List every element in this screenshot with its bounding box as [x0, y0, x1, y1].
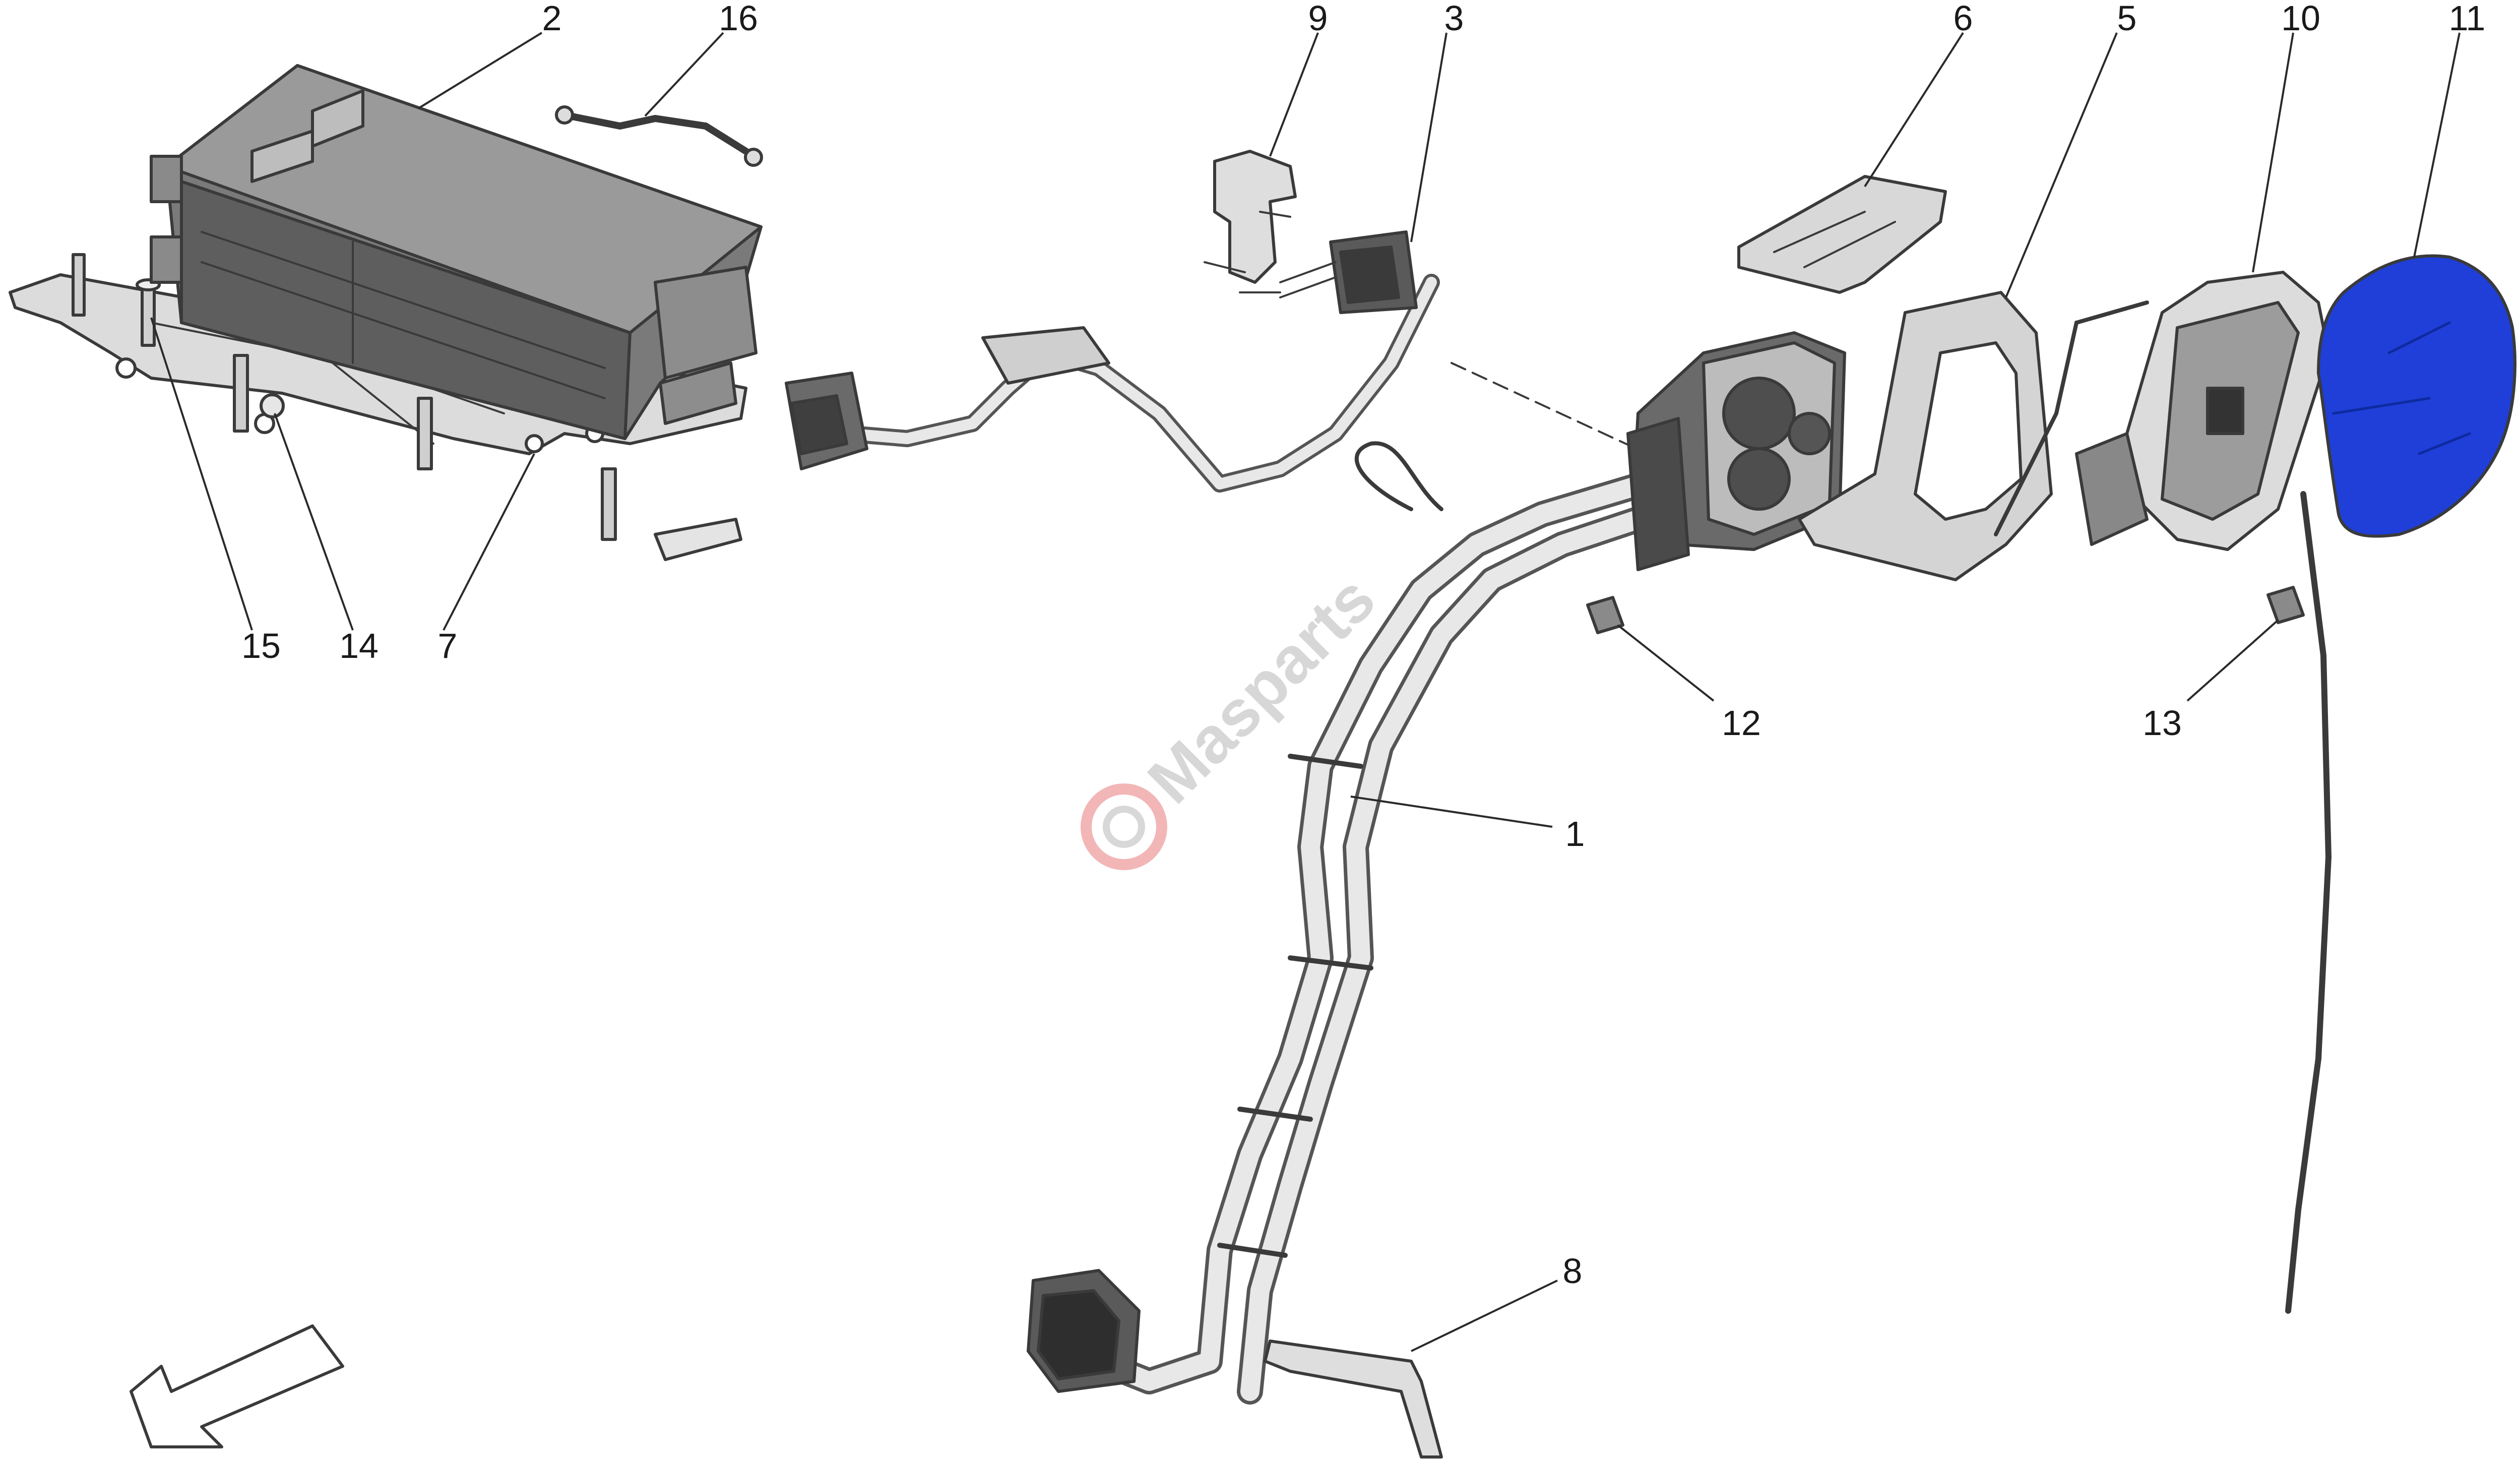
callout-11: 11 — [2449, 0, 2486, 38]
callout-5: 5 — [2117, 0, 2137, 38]
part-5-bezel-frame[interactable] — [1798, 291, 2053, 581]
part-2-charger-module[interactable] — [150, 64, 763, 440]
callout-12: 12 — [1722, 703, 1761, 743]
orientation-arrow-icon — [130, 1324, 344, 1448]
callout-14: 14 — [339, 626, 379, 665]
highlight-flap-shape — [2317, 254, 2516, 538]
callout-9: 9 — [1308, 0, 1328, 38]
part-10-flap-housing[interactable] — [1994, 271, 2332, 1314]
part-16-ground-strap[interactable] — [555, 105, 763, 167]
callout-1: 1 — [1565, 814, 1585, 854]
part-14-nut[interactable] — [260, 393, 285, 418]
part-9-bracket[interactable] — [1204, 150, 1297, 293]
part-15-stud[interactable] — [136, 278, 161, 347]
callout-8: 8 — [1563, 1251, 1583, 1291]
callout-15: 15 — [241, 626, 281, 665]
callout-2: 2 — [542, 0, 562, 38]
callout-10: 10 — [2281, 0, 2320, 38]
callout-7: 7 — [438, 626, 458, 665]
part-1-charging-inlet-hose[interactable] — [1027, 331, 1846, 1405]
callout-6: 6 — [1954, 0, 1973, 38]
part-6-cover-plate[interactable] — [1737, 175, 1947, 294]
callout-3: 3 — [1444, 0, 1464, 38]
part-8-hose-bracket[interactable] — [1264, 1340, 1443, 1458]
callout-16: 16 — [719, 0, 758, 38]
callout-13: 13 — [2143, 703, 2182, 743]
leader-lines — [150, 32, 2461, 1352]
part-12-clip[interactable] — [1586, 596, 1624, 634]
part-13-clip[interactable] — [2266, 586, 2305, 624]
alignment-dash-line — [1451, 362, 1659, 460]
part-11-charge-flap-door[interactable] — [2317, 254, 2516, 538]
callout-labels: 2 16 9 3 6 5 10 11 15 14 7 12 13 1 8 — [241, 0, 2485, 1291]
part-3-charging-cable-harness[interactable] — [785, 230, 1440, 493]
